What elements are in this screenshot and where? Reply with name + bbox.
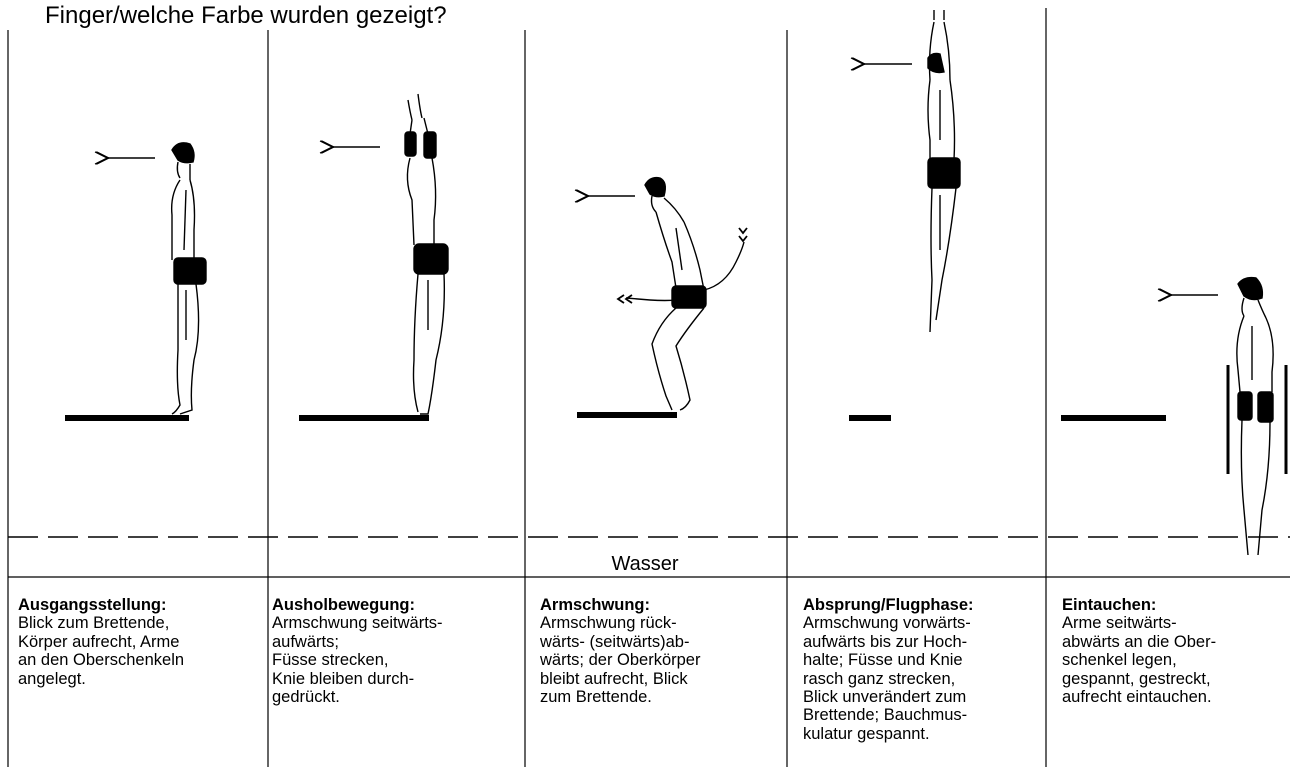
phase-text: Blick zum Brettende, Körper aufrecht, Ar… (18, 614, 184, 688)
question-caption: Finger/welche Farbe wurden gezeigt? (45, 4, 447, 28)
board-panel-3 (577, 412, 677, 418)
phase-title: Ausholbewegung: (272, 596, 443, 614)
board-panel-2 (299, 415, 429, 421)
phase-title: Absprung/Flugphase: (803, 596, 974, 614)
water-label: Wasser (0, 552, 1290, 576)
phase-text: Armschwung rück- wärts- (seitwärts)ab- w… (540, 614, 700, 706)
phase-description-1: Ausgangsstellung: Blick zum Brettende, K… (18, 596, 184, 688)
person-standing-arms-down-icon (172, 143, 206, 414)
phase-description-3: Armschwung: Armschwung rück- wärts- (sei… (540, 596, 700, 706)
board-panel-4 (849, 415, 891, 421)
board-panel-1 (65, 415, 189, 421)
board-panel-5 (1061, 415, 1166, 421)
person-entering-water-icon (1228, 278, 1286, 555)
diving-boards (65, 412, 1166, 421)
person-standing-arms-up-icon (405, 94, 448, 414)
phase-text: Arme seitwärts- abwärts an die Ober- sch… (1062, 614, 1216, 706)
person-jumping-arms-up-icon (928, 10, 960, 332)
phase-title: Ausgangsstellung: (18, 596, 184, 614)
phase-description-5: Eintauchen: Arme seitwärts- abwärts an d… (1062, 596, 1216, 706)
person-crouching-arm-swing-icon (618, 178, 747, 410)
phase-text: Armschwung seitwärts- aufwärts; Füsse st… (272, 614, 443, 706)
phase-title: Eintauchen: (1062, 596, 1216, 614)
phase-description-2: Ausholbewegung: Armschwung seitwärts- au… (272, 596, 443, 706)
phase-title: Armschwung: (540, 596, 700, 614)
phase-text: Armschwung vorwärts- aufwärts bis zur Ho… (803, 614, 974, 743)
phase-description-4: Absprung/Flugphase: Armschwung vorwärts-… (803, 596, 974, 743)
